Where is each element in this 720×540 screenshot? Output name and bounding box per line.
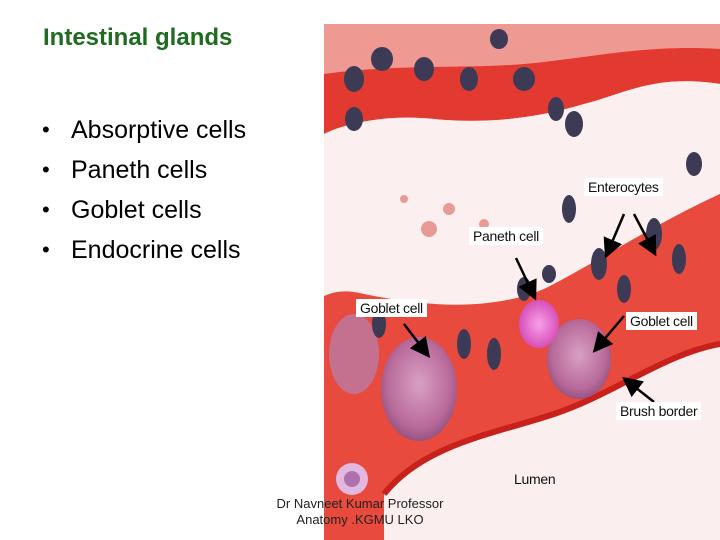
list-item-label: Goblet cells: [71, 196, 202, 224]
goblet-cell-left: [381, 337, 457, 441]
bullet-marker: •: [42, 157, 50, 182]
list-item: • Absorptive cells: [42, 112, 246, 152]
list-item-label: Absorptive cells: [71, 116, 247, 144]
list-item: • Goblet cells: [42, 192, 246, 232]
bullet-marker: •: [42, 237, 50, 262]
list-item-label: Endocrine cells: [71, 236, 241, 264]
label-goblet-cell-left: Goblet cell: [356, 299, 427, 317]
bullet-list: • Absorptive cells • Paneth cells • Gobl…: [42, 112, 246, 272]
paneth-cell: [519, 300, 559, 348]
list-item-label: Paneth cells: [71, 156, 208, 184]
footer-line-1: Dr Navneet Kumar Professor: [276, 496, 444, 511]
bullet-marker: •: [42, 197, 50, 222]
nuclei: [344, 29, 702, 370]
label-goblet-cell-right: Goblet cell: [626, 312, 697, 330]
slide-title: Intestinal glands: [43, 24, 233, 51]
label-brush-border: Brush border: [616, 402, 702, 420]
slide-footer: Dr Navneet Kumar Professor Anatomy .KGMU…: [262, 496, 458, 528]
list-item: • Endocrine cells: [42, 232, 246, 272]
label-paneth-cell: Paneth cell: [469, 227, 543, 245]
bullet-marker: •: [42, 117, 50, 142]
footer-line-2: Anatomy .KGMU LKO: [296, 512, 424, 527]
lumen-space: [324, 81, 720, 305]
list-item: • Paneth cells: [42, 152, 246, 192]
annotation-arrows: [403, 213, 657, 403]
label-enterocytes: Enterocytes: [584, 178, 663, 196]
brush-border-line: [381, 341, 720, 496]
micrograph-image: [324, 24, 720, 540]
label-lumen: Lumen: [514, 471, 556, 487]
histology-micrograph: Enterocytes Paneth cell Goblet cell Gobl…: [324, 24, 720, 540]
